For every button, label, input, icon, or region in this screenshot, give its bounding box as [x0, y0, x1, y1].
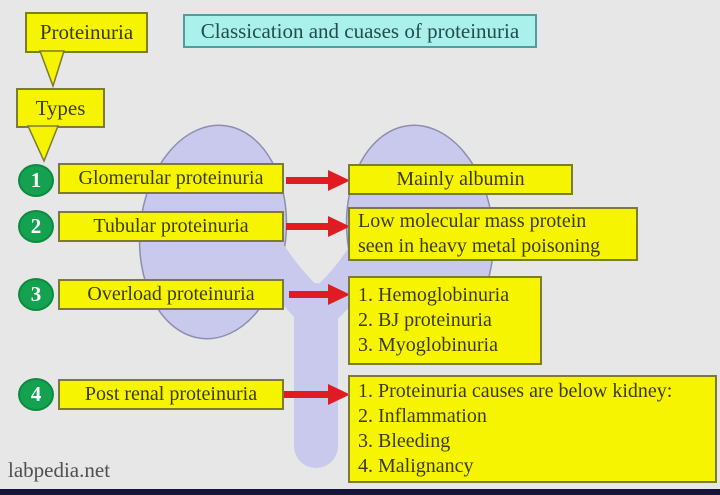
bottom-border-bar [0, 489, 720, 495]
arrow-row3 [289, 284, 350, 305]
cause-line: Mainly albumin [396, 168, 525, 190]
cause-line: seen in heavy metal poisoning [358, 235, 601, 257]
callout-types: Types [16, 88, 105, 128]
cause-line: 1. Hemoglobinuria [358, 284, 510, 306]
cause-box-overload: 1. Hemoglobinuria 2. BJ proteinuria 3. M… [348, 276, 542, 365]
cause-line: 2. Inflammation [358, 405, 487, 427]
step-badge-2: 2 [18, 210, 54, 243]
diagram-title: Classication and cuases of proteinuria [183, 14, 537, 48]
type-box-tubular: Tubular proteinuria [58, 211, 284, 242]
arrow-row4 [279, 384, 350, 405]
type-box-postrenal: Post renal proteinuria [58, 379, 284, 410]
callout-proteinuria: Proteinuria [25, 12, 148, 53]
cause-line: 3. Myoglobinuria [358, 334, 498, 356]
cause-line: Low molecular mass protein [358, 210, 587, 232]
cause-line: 3. Bleeding [358, 430, 451, 452]
step-badge-3: 3 [18, 278, 54, 311]
cause-line: 4. Malignancy [358, 455, 474, 477]
type-box-glomerular: Glomerular proteinuria [58, 163, 284, 194]
cause-line: 2. BJ proteinuria [358, 309, 492, 331]
step-badge-1: 1 [18, 164, 54, 197]
cause-box-tubular: Low molecular mass protein seen in heavy… [348, 207, 638, 261]
step-badge-4: 4 [18, 378, 54, 411]
cause-box-postrenal: 1. Proteinuria causes are below kidney: … [348, 375, 717, 483]
cause-line: 1. Proteinuria causes are below kidney: [358, 380, 673, 402]
arrow-row2 [286, 216, 350, 237]
watermark-labpedia: labpedia.net [8, 458, 111, 482]
cause-box-glomerular: Mainly albumin [348, 164, 573, 195]
type-box-overload: Overload proteinuria [58, 279, 284, 310]
arrow-row1 [286, 170, 350, 191]
